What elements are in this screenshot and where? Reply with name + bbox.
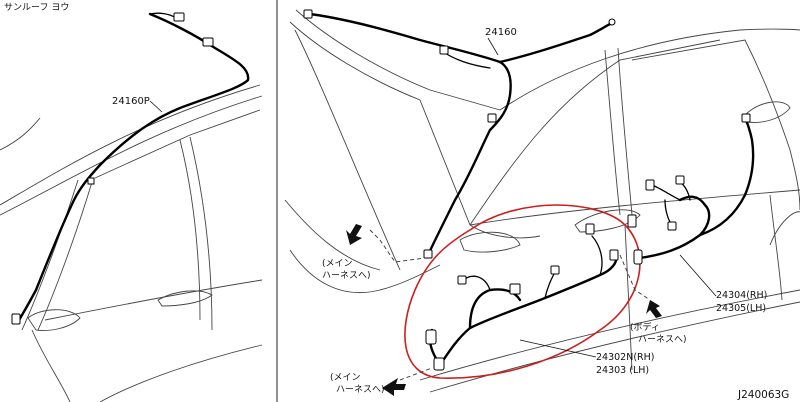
right-rear-wheel-arch [769,211,800,246]
right-hood [284,199,381,271]
left-note-label: サンルーフ ヨウ [4,2,69,13]
right-rear-window [631,39,791,151]
label-24160p: 24160P [112,96,150,107]
arrow-main-upper [346,224,362,245]
harness-rear-door-branch-c [664,199,673,226]
connector-24160p-top [173,12,185,22]
connector-fd-5 [585,223,595,235]
harness-24160 [308,12,512,257]
arrow-body [646,300,662,318]
connector-fd-3 [509,283,521,295]
harness-rear-door-branch-a [651,184,681,201]
harness-rear-door-up [698,118,755,237]
right-a-pillar [419,99,471,226]
left-belt-line [44,279,263,321]
label-main-upper-1: (メイン [322,259,353,269]
label-main-lower-1: (メイン [330,373,361,383]
right-sill [419,289,800,381]
leader-rear-door [679,254,717,297]
left-lower-body [99,344,263,402]
right-belt-line [469,189,800,226]
left-a-pillar [21,179,79,331]
left-mirror-base [31,329,71,402]
highlight-outline [404,204,641,379]
label-body-1: (ボディ [630,321,660,333]
right-mirror [459,231,521,253]
right-window-upper [469,39,721,226]
left-door-front-edge [179,139,201,321]
connector-fd-6 [457,275,467,285]
connector-24160-c [487,113,497,123]
harness-24160p [16,12,250,324]
label-24305: 24305(LH) [716,303,766,314]
harness-front-door-branch-a [468,288,522,330]
right-panel: 24160 (メイン ハーネスへ) (メイン ハーネスへ) [284,9,800,401]
right-windshield [294,29,401,271]
connector-rd-1 [633,249,643,265]
connector-24160-b [439,45,449,55]
connector-fd-7 [609,249,619,261]
connector-24160-end [608,18,616,26]
connector-rd-3 [675,175,685,185]
dash-main-lower [399,367,433,381]
figure-code: J240063G [737,389,789,401]
leader-24160 [487,37,499,56]
connector-24160p-mid [202,37,214,47]
label-24160: 24160 [485,27,517,38]
left-car-roof-line [0,84,261,206]
connector-fd-1 [425,329,437,345]
connector-24160-a [303,9,313,19]
left-a-pillar-inner [37,181,93,331]
right-roof-line-2 [289,21,421,101]
label-main-lower-2: ハーネスへ) [336,384,385,395]
label-main-upper-2: ハーネスへ) [322,270,371,281]
dash-body [619,254,651,301]
connector-rd-2 [645,179,655,191]
leader-24160p [149,100,163,113]
right-rear-panel [789,149,800,211]
connector-24160p-bottom [11,313,21,325]
clip-24160p-1 [87,177,95,185]
right-door-window-line [469,224,541,239]
arrow-main-lower [382,378,406,396]
right-rear-door-handle [744,101,791,123]
connector-rd-4 [741,113,751,123]
right-b-pillar-2 [617,47,633,216]
label-24303: 24303 (LH) [596,365,649,376]
label-body-2: ハーネスへ) [638,334,687,345]
left-panel: サンルーフ ヨウ 24160P [0,0,278,402]
left-mirror [27,309,81,331]
connector-fd-4 [550,265,560,275]
harness-rear-door [638,195,711,260]
harness-front-door-branch-c [591,235,603,276]
connector-24160-d [423,249,433,259]
harness-24160-roof-run [498,22,612,64]
leader-front-door [519,339,597,358]
dash-main-upper [369,229,426,263]
left-car-roof-line-2 [0,95,263,216]
right-roof-outer [499,28,800,111]
connector-fd-2 [433,357,445,371]
left-door-front-edge-2 [189,136,213,331]
right-sill-2 [429,301,800,393]
left-door-handle [157,290,213,307]
label-24304: 24304(RH) [716,290,767,301]
connector-rd-6 [627,214,637,228]
right-front-door-rear-edge [624,224,633,371]
right-roof-line [295,9,501,111]
connector-rd-5 [667,221,677,231]
right-front-fender [289,249,441,294]
right-rear-door-rear-edge [769,194,783,301]
left-window-frame [94,109,261,179]
label-24302n: 24302N(RH) [596,352,654,363]
left-lower-body-2 [0,117,41,151]
right-b-pillar [604,49,621,216]
